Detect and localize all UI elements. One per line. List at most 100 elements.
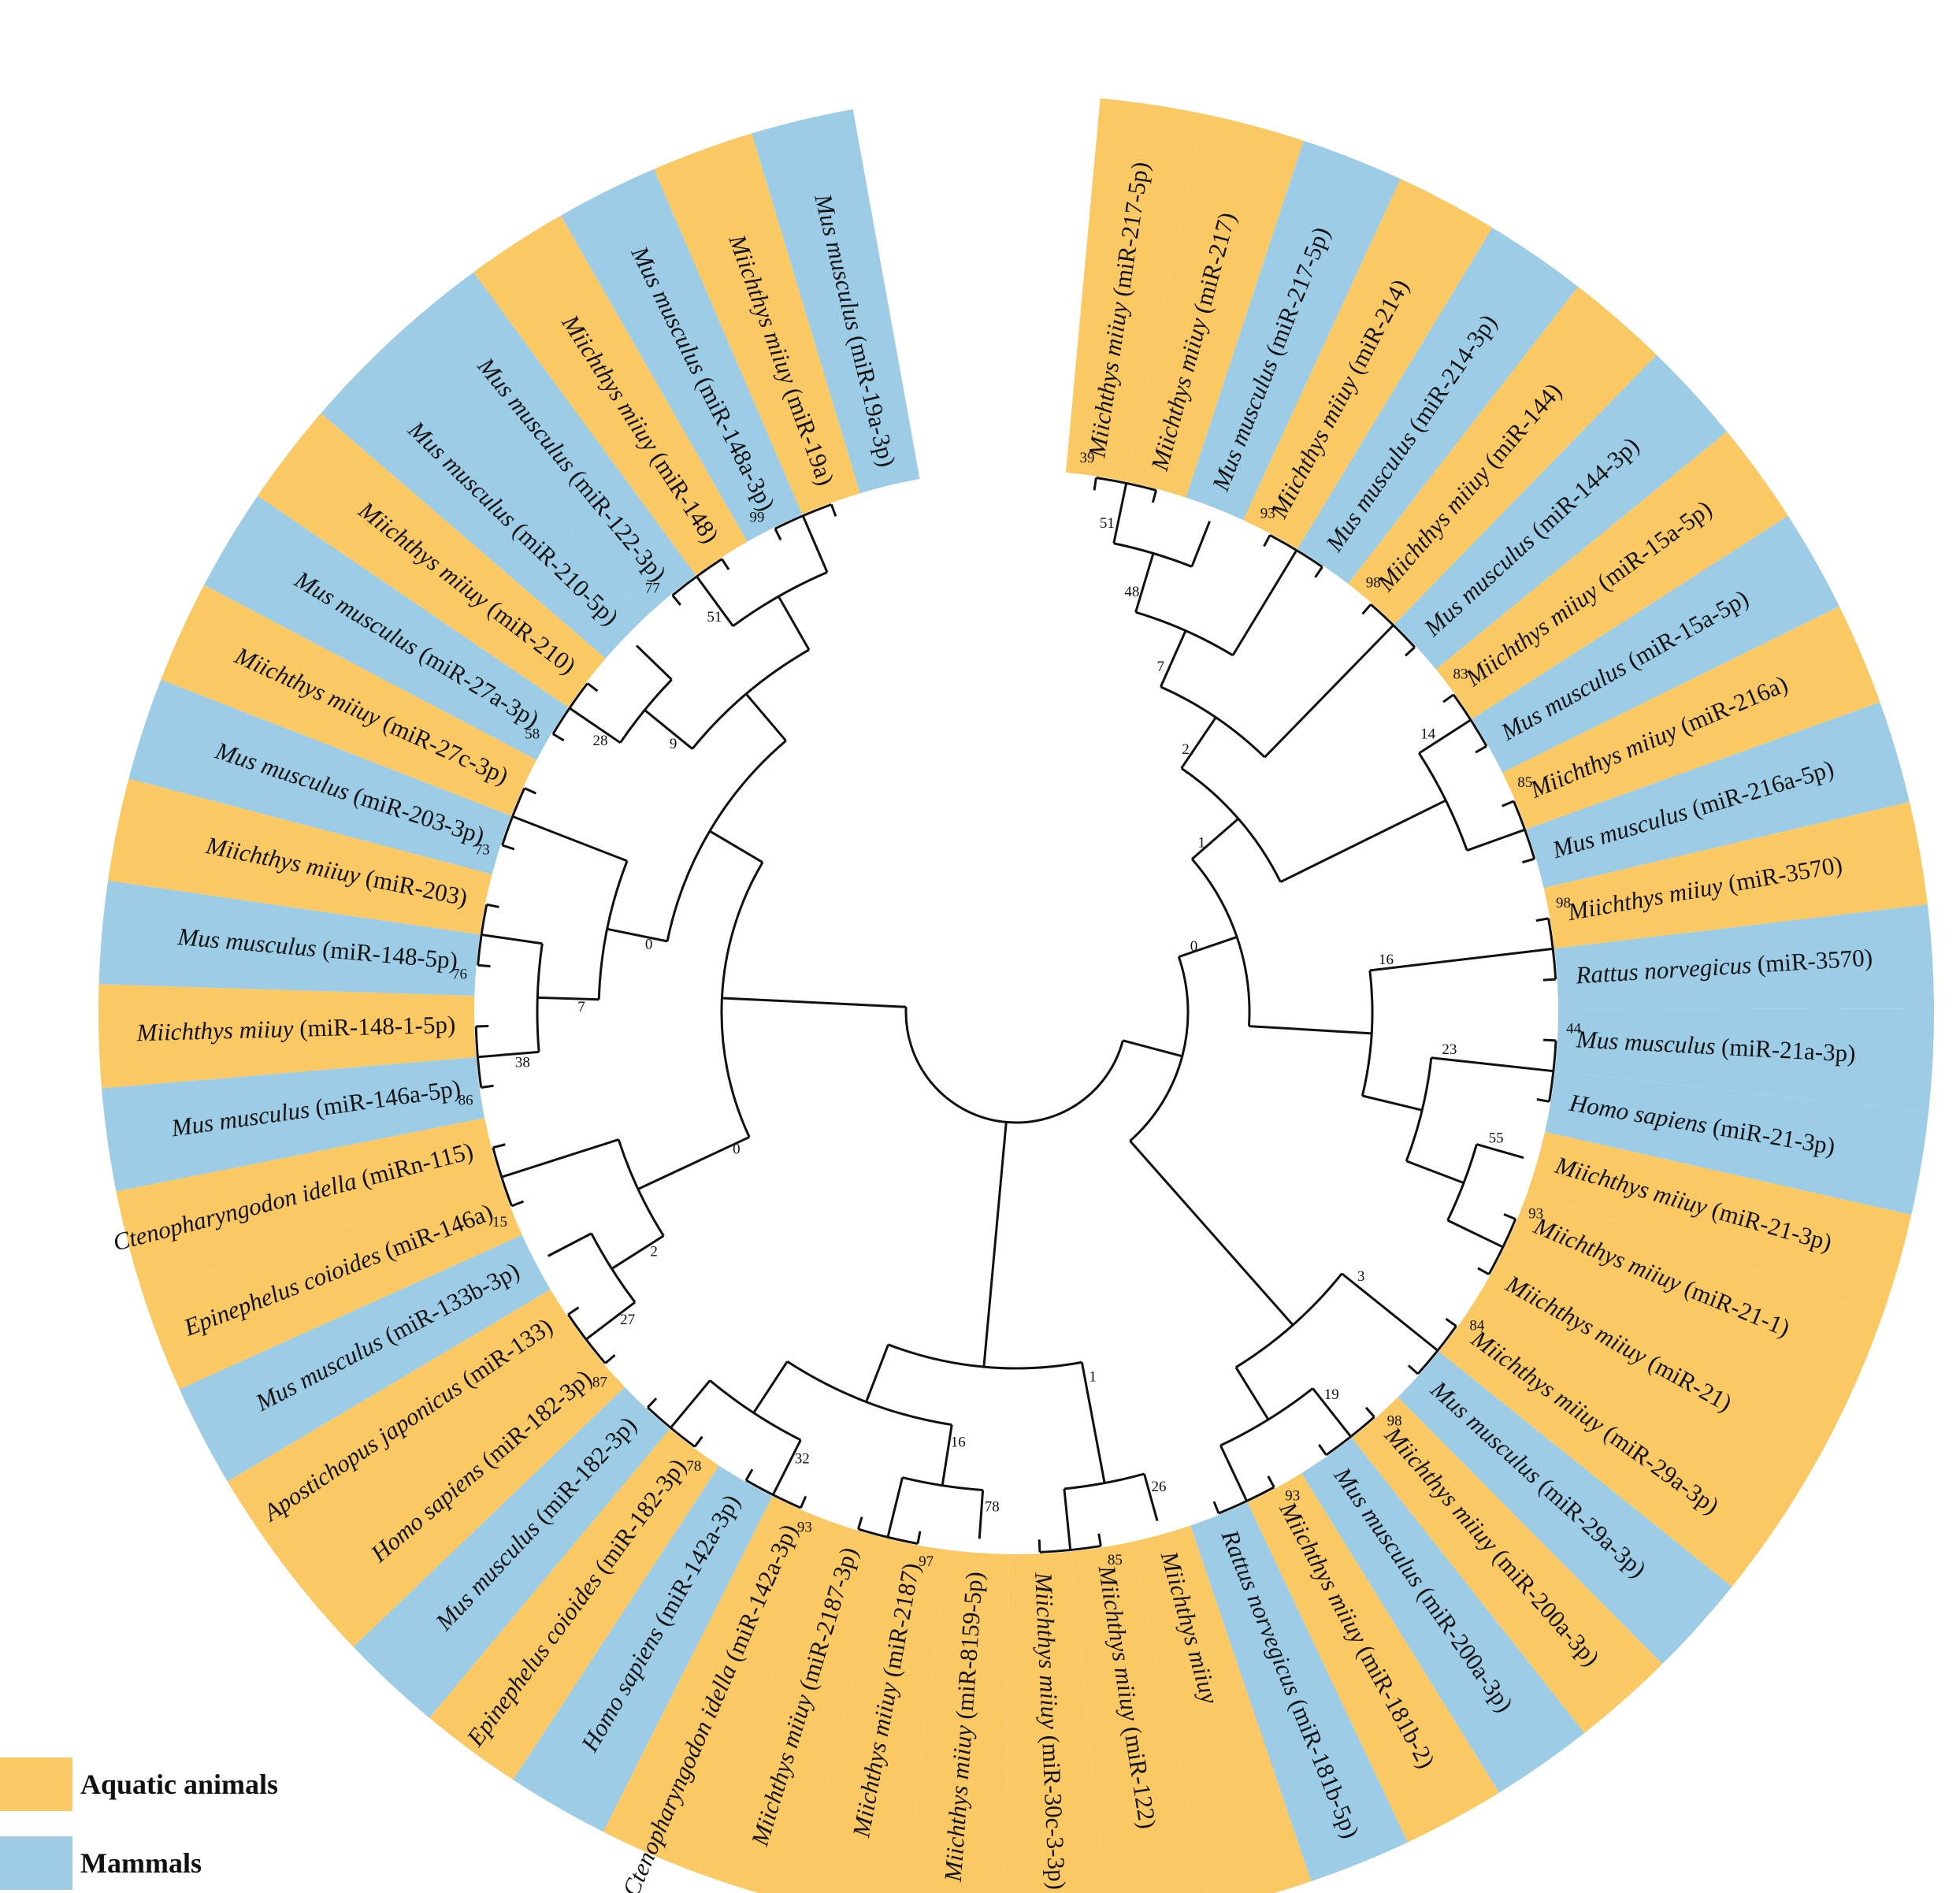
bootstrap-value: 19 <box>1324 1386 1339 1403</box>
leaf-band-aquatic <box>116 1118 500 1293</box>
tree-branch-radial <box>1477 1267 1490 1275</box>
tree-branch-radial <box>801 515 829 573</box>
bootstrap-value: 58 <box>525 726 540 742</box>
leaf-band-aquatic <box>654 133 860 514</box>
tree-branch-radial <box>1234 1366 1270 1420</box>
tree-branch-arc <box>1160 685 1266 759</box>
bootstrap-value: 78 <box>985 1499 1000 1516</box>
bootstrap-value: 38 <box>515 1055 530 1071</box>
leaf-band-mammal <box>1526 702 1910 889</box>
tree-branch-radial <box>1536 1098 1550 1103</box>
bootstrap-value: 0 <box>1190 938 1198 955</box>
bootstrap-value: 16 <box>1379 952 1394 968</box>
leaf-band-aquatic <box>227 1289 585 1568</box>
leaf-band-mammal <box>752 109 920 494</box>
tree-branch-radial <box>722 997 907 1008</box>
legend-label-mammal: Mammals <box>80 1847 202 1879</box>
tree-branch-arc <box>745 1479 802 1509</box>
leaf-band-mammal <box>1394 354 1728 670</box>
tree-branch-radial <box>1063 1488 1072 1550</box>
tree-branch-arc <box>619 678 673 744</box>
tree-branch-radial <box>752 1360 789 1414</box>
tree-branch-radial <box>512 815 628 863</box>
tree-branch-radial <box>1361 603 1372 615</box>
legend-item-aquatic: Aquatic animals <box>0 1757 278 1812</box>
bootstrap-value: 16 <box>951 1434 966 1450</box>
leaf-band-aquatic <box>1130 1525 1312 1893</box>
legend-item-mammal: Mammals <box>0 1835 202 1891</box>
bootstrap-value: 76 <box>452 966 467 982</box>
leaf-band-aquatic <box>603 1496 829 1873</box>
tree-branch-radial <box>1502 800 1515 807</box>
group-bands <box>98 98 1935 1893</box>
tree-branch-radial <box>537 996 600 1001</box>
tree-branch-radial <box>744 1468 754 1481</box>
leaf-band-aquatic <box>1351 1397 1663 1733</box>
leaf-band-mammal <box>1297 228 1579 585</box>
leaf-band-mammal <box>393 272 696 614</box>
tree-branch-radial <box>607 927 668 943</box>
leaf-band-aquatic <box>1435 431 1788 719</box>
leaf-band-aquatic <box>1243 179 1493 549</box>
leaf-band-mammal <box>1545 1071 1929 1216</box>
tree-branch-radial <box>670 1379 711 1429</box>
leaf-band-mammal <box>128 679 511 874</box>
tree-branch-radial <box>1151 489 1157 503</box>
tree-branch-radial <box>481 934 543 945</box>
bootstrap-value: 7 <box>577 999 585 1015</box>
tree-branch-radial <box>830 503 837 517</box>
tree-branch-radial <box>696 575 734 627</box>
leaf-mirna: (miR-148-1-5p) <box>293 1011 456 1042</box>
leaf-band-mammal <box>560 169 803 542</box>
bootstrap-value: 2 <box>650 1244 658 1260</box>
tree-branch-radial <box>1180 716 1217 770</box>
tree-branch-radial <box>1143 1473 1159 1522</box>
tree-branch-radial <box>586 682 599 692</box>
tree-branch-arc <box>1219 1387 1314 1447</box>
bootstrap-value: 55 <box>1489 1130 1504 1146</box>
tree-branch-radial <box>501 1138 619 1178</box>
tree-branch-arc <box>617 1139 665 1237</box>
tree-branch-radial <box>1038 1539 1041 1553</box>
leaf-band-mammal <box>1554 904 1934 1010</box>
tree-branch-radial <box>1219 1445 1248 1502</box>
tree-branch-radial <box>524 787 536 795</box>
tree-branch-radial <box>552 733 565 742</box>
tree-branch-arc <box>590 1233 637 1303</box>
bootstrap-value: 14 <box>1420 726 1436 743</box>
tree-branch-arc <box>1129 956 1190 1142</box>
bootstrap-value: 98 <box>1387 1413 1402 1430</box>
bootstrap-value: 15 <box>492 1214 507 1230</box>
bootstrap-value: 87 <box>592 1374 607 1390</box>
tree-branch-radial <box>647 1397 658 1409</box>
tree-branch-radial <box>1431 1056 1554 1073</box>
tree-branch-radial <box>502 844 515 851</box>
leaf-label: Miichthys miiuy (miR-148-1-5p) <box>135 1011 455 1047</box>
tree-branch-radial <box>978 1490 985 1539</box>
tree-branch-radial <box>886 1477 904 1538</box>
tree-branch-arc <box>1064 1472 1145 1490</box>
legend-label-aquatic: Aquatic animals <box>80 1769 279 1800</box>
tree-branch-radial <box>1318 1443 1327 1456</box>
leaf-band-mammal <box>102 1056 485 1192</box>
leaf-band-mammal <box>203 496 569 760</box>
tree-branch-arc <box>732 570 828 627</box>
bootstrap-value: 93 <box>1285 1487 1300 1504</box>
bootstrap-value: 27 <box>620 1312 635 1328</box>
bootstrap-value: 98 <box>1366 574 1381 591</box>
bootstrap-value: 39 <box>1079 450 1094 466</box>
tree-branch-radial <box>1190 521 1211 567</box>
leaf-band-mammal <box>321 338 648 659</box>
leaf-band-aquatic <box>1070 1542 1208 1893</box>
leaf-band-mammal <box>1301 1438 1585 1793</box>
leaf-band-aquatic <box>98 984 477 1089</box>
bootstrap-value: 1 <box>1089 1368 1097 1385</box>
tree-branch-arc <box>666 740 787 942</box>
tree-branch-radial <box>1263 534 1271 547</box>
leaf-band-aquatic <box>1348 286 1657 625</box>
bootstrap-value: 77 <box>645 581 660 597</box>
tree-branch-arc <box>597 860 629 1000</box>
leaf-band-aquatic <box>1543 801 1928 949</box>
tree-branch-arc <box>720 861 764 1138</box>
